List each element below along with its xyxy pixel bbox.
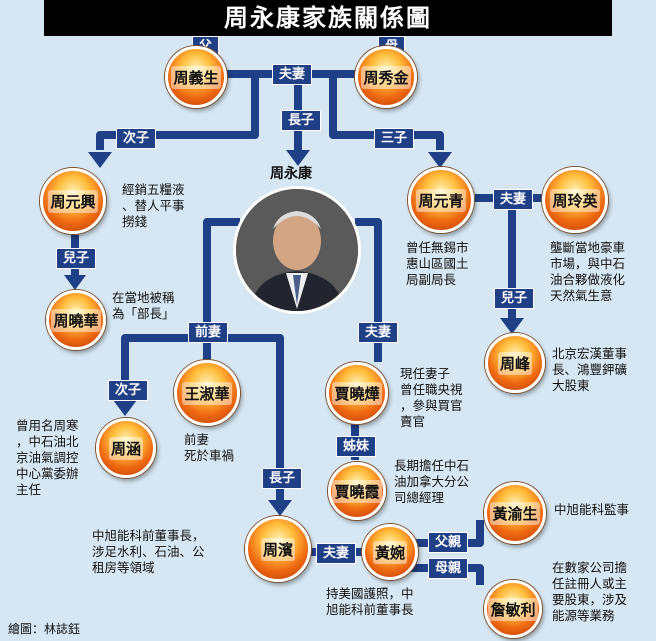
node-yuanqing: 周元青	[408, 167, 474, 233]
node-bin: 周濱	[245, 516, 311, 582]
tag-yuanqing-son: 兒子	[494, 288, 535, 309]
credit-text: 繪圖：林誌鈺	[8, 622, 81, 636]
note-yuanxing: 經銷五糧液 、替人平事 撈錢	[122, 182, 185, 229]
center-name: 周永康	[270, 166, 312, 182]
node-xiaoye: 賈曉燁	[326, 362, 388, 424]
node-feng: 周峰	[485, 333, 545, 393]
node-han: 周涵	[96, 418, 156, 478]
tag-sister: 姊妹	[336, 436, 377, 457]
tag-wan-mother: 母親	[428, 558, 469, 579]
node-lingying: 周玲英	[542, 167, 608, 233]
second-son-line	[96, 74, 259, 150]
node-mother: 周秀金	[355, 46, 417, 108]
node-father: 周義生	[165, 46, 227, 108]
tag-third-son: 三子	[374, 128, 415, 149]
tag-yuanxing-son: 兒子	[56, 248, 97, 269]
tag-ex-wife: 前妻	[188, 322, 229, 343]
note-yuanqing: 曾任無錫市 惠山區國土 局副局長	[406, 240, 469, 287]
note-xiaoxia: 長期擔任中石 油加拿大分公 司總經理	[394, 458, 470, 505]
note-xiaohua: 在當地被稱 為「部長」	[112, 290, 175, 321]
note-bin: 中旭能科前董事長， 涉足水利、石油、公 租房等領域	[92, 528, 205, 575]
note-yusheng: 中旭能科監事	[554, 502, 630, 517]
node-xiaohua: 周曉華	[46, 290, 106, 350]
tag-eldest-son: 長子	[281, 110, 322, 131]
node-yusheng: 黃渝生	[484, 482, 546, 544]
note-shuhua: 前妻 死於車禍	[184, 432, 235, 463]
note-han: 曾用名周寒 ，中石油北 京油氣調控 中心黨委辦 主任	[16, 418, 79, 497]
note-minli: 在數家公司擔 任註冊人或主 要股東，涉及 能源等業務	[552, 560, 628, 623]
note-lingying: 壟斷當地豪車 市場，與中石 油合夥做液化 天然氣生意	[550, 240, 626, 303]
node-shuhua: 王淑華	[174, 360, 240, 426]
tag-parents-couple: 夫妻	[272, 64, 313, 85]
note-xiaoye: 現任妻子 曾任職央視 ，參與買官 賣官	[400, 366, 463, 429]
node-huangwan: 黃婉	[362, 524, 418, 580]
tag-wan-father: 父親	[428, 532, 469, 553]
node-xiaoxia: 賈曉霞	[328, 462, 386, 520]
tag-second-son: 次子	[116, 128, 157, 149]
bin-line	[207, 334, 284, 500]
tag-han-second-son: 次子	[108, 380, 149, 401]
node-minli: 詹敏利	[484, 580, 542, 638]
note-feng: 北京宏漢董事 長、鴻豐鉀礦 大股東	[552, 346, 628, 393]
tag-bin-couple: 夫妻	[316, 543, 357, 564]
tag-bin-eldest-son: 長子	[262, 468, 303, 489]
note-huangwan: 持美國護照，中 旭能科前董事長	[326, 586, 414, 617]
xiaoye-line	[355, 218, 382, 362]
node-yuanxing: 周元興	[40, 168, 106, 234]
diagram-title: 周永康家族關係圖	[44, 0, 612, 36]
center-photo	[233, 186, 361, 314]
tag-yuanqing-couple: 夫妻	[493, 189, 534, 210]
tag-wife: 夫妻	[358, 322, 399, 343]
